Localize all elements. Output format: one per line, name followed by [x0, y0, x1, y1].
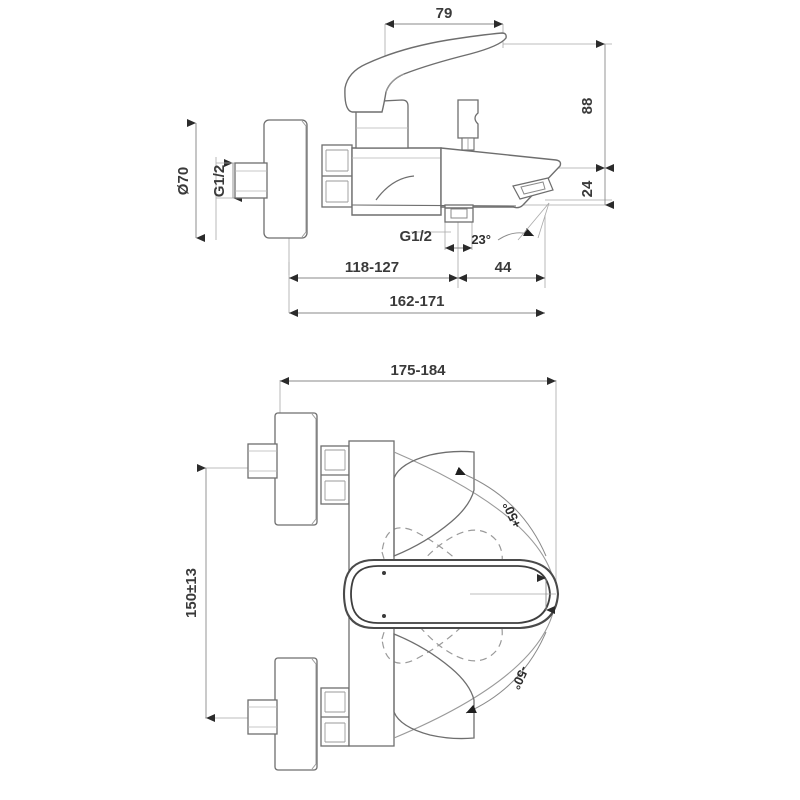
wall-escutcheon-upper: [263, 119, 308, 239]
top-plan-view: 175-184 150±13: [183, 362, 560, 771]
dim-79: 79: [384, 5, 504, 62]
dim-24: 24: [579, 164, 614, 209]
dim-175-184: 175-184: [280, 362, 556, 385]
dim-88-label: 88: [579, 98, 596, 115]
dim-44: 44: [458, 259, 545, 282]
hex-union-nut-upper: [321, 144, 353, 208]
dim-118-127-label: 118-127: [345, 259, 399, 276]
dim-g12-bottom: G1/2: [399, 228, 472, 252]
body-shoulder-top: [393, 450, 475, 740]
dim-diameter-70-label: Ø70: [175, 167, 192, 195]
dim-angle-23-label: 23°: [471, 232, 491, 247]
dim-162-171-label: 162-171: [389, 293, 444, 310]
shower-outlet-boss-upper: [444, 204, 474, 223]
dim-150-13-label: 150±13: [183, 568, 200, 618]
inlet-pipe-stub-upper: [234, 162, 268, 199]
dim-162-171: 162-171: [289, 293, 545, 317]
inlet-pipe-stub-top: [247, 443, 278, 479]
hex-union-nut-bottom: [320, 687, 350, 747]
dim-angle-23: 23°: [471, 202, 550, 247]
dim-g12-left-label: G1/2: [211, 165, 228, 198]
lever-top-view-inner: [350, 565, 551, 624]
dim-79-label: 79: [436, 5, 453, 22]
dim-88: 88: [579, 40, 614, 172]
spout-outlet-upper: [351, 147, 562, 209]
dim-g12-bottom-label: G1/2: [399, 228, 432, 245]
lever-handle-upper: [344, 32, 507, 113]
side-elevation-view: 79 88 24 Ø70 G1/2: [175, 5, 614, 317]
dim-118-127: 118-127: [289, 259, 458, 282]
wall-escutcheon-bottom: [274, 657, 318, 771]
hex-union-nut-top: [320, 445, 350, 505]
inlet-pipe-stub-bottom: [247, 699, 278, 735]
lever-fixing-dot-bottom: [382, 614, 386, 618]
lever-fixing-dot-top: [382, 571, 386, 575]
dim-diameter-70: Ø70: [175, 119, 205, 242]
dim-44-label: 44: [495, 259, 512, 276]
dim-g12-left: G1/2: [211, 159, 242, 202]
wall-escutcheon-top: [274, 412, 318, 526]
dim-175-184-label: 175-184: [390, 362, 446, 379]
dim-24-label: 24: [579, 180, 596, 197]
dim-150-13: 150±13: [183, 464, 215, 722]
diverter-knob-upper: [457, 99, 479, 151]
